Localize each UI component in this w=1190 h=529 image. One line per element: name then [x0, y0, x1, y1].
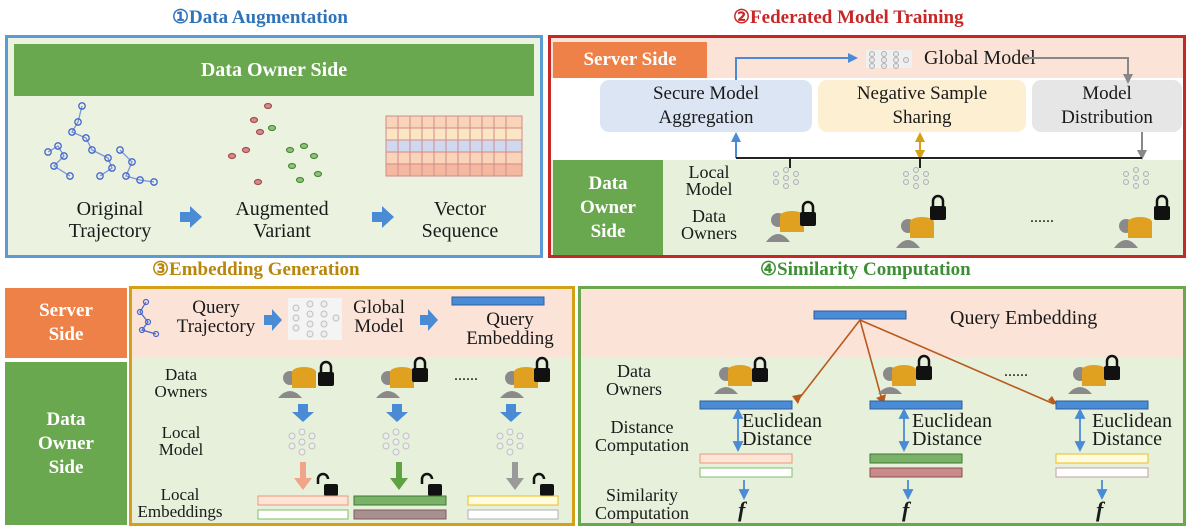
- f-symbol: f: [902, 497, 910, 522]
- global-model-label: Global Model: [924, 47, 1036, 69]
- query-trajectory-icon: [136, 298, 160, 338]
- section-title-augmentation: ①Data Augmentation: [172, 7, 348, 28]
- data-owner-lock-icon: [1114, 194, 1170, 248]
- local-embedding-bar: [869, 453, 963, 464]
- f-symbol: f: [1096, 497, 1104, 522]
- local-embedding-bar: [467, 495, 559, 506]
- local-model-network-icon: [496, 428, 524, 456]
- global-model-network-icon: [866, 50, 912, 69]
- data-owner-lock-icon: [1068, 354, 1120, 394]
- local-embedding-bar: [467, 509, 559, 520]
- arrow-down-icon: [506, 462, 524, 490]
- arrow-down-icon: [500, 404, 522, 422]
- local-embedding-bar: [1055, 453, 1149, 464]
- data-owner-lock-icon: [714, 356, 768, 394]
- local-model-network-icon: [903, 167, 929, 189]
- local-embedding-bar: [699, 467, 793, 478]
- augmentation-arrows: [180, 206, 394, 228]
- data-owner-lock-icon: [878, 354, 932, 394]
- sim-ellipsis: ......: [1004, 363, 1028, 380]
- augmented-variant-icon: [227, 102, 323, 186]
- local-embedding-bar: [869, 467, 963, 478]
- emb-owner-side-box: [5, 362, 127, 525]
- emb-ellipsis: ......: [454, 367, 478, 384]
- local-model-network-icon: [773, 167, 799, 189]
- emb-server-side-box: [5, 288, 127, 358]
- section-title-federated: ②Federated Model Training: [733, 7, 964, 28]
- query-embedding-bar: [813, 310, 907, 320]
- arrow-right-icon: [180, 206, 202, 228]
- local-model-network-icon: [382, 428, 410, 456]
- section-title-embedding: ③Embedding Generation: [152, 259, 360, 280]
- data-owner-side-header: Data Owner Side: [14, 44, 534, 96]
- arrow-right-icon: [420, 309, 438, 331]
- query-embedding-bar: [869, 400, 963, 410]
- unlock-icon: [420, 472, 442, 496]
- unlock-icon: [532, 472, 554, 496]
- arrow-down-icon: [292, 404, 314, 422]
- data-owner-lock-icon: [896, 194, 946, 248]
- section-title-similarity: ④Similarity Computation: [760, 259, 971, 280]
- local-embedding-bar: [353, 509, 447, 520]
- query-embedding-bar: [1055, 400, 1149, 410]
- unlock-icon: [316, 472, 338, 496]
- arrow-down-icon: [390, 462, 408, 490]
- broadcast-arrows: [797, 319, 1055, 405]
- local-embedding-bar: [257, 495, 349, 506]
- federated-server-side-label: Server Side: [553, 42, 707, 78]
- local-embedding-bar: [257, 509, 349, 520]
- original-trajectory-icon: [44, 102, 158, 186]
- vector-sequence-icon: [385, 115, 523, 177]
- query-embedding-bar: [699, 400, 793, 410]
- local-embedding-bar: [353, 495, 447, 506]
- data-owner-lock-icon: [278, 360, 334, 398]
- local-model-network-icon: [288, 428, 316, 456]
- f-symbol: f: [738, 497, 746, 522]
- query-embedding-bar: [451, 296, 545, 306]
- data-owner-lock-icon: [500, 356, 550, 398]
- arrow-right-icon: [264, 309, 282, 331]
- arrow-down-icon: [294, 462, 312, 490]
- local-embedding-bar: [1055, 467, 1149, 478]
- fed-ellipsis: ......: [1030, 209, 1054, 226]
- global-model-network-icon: [288, 298, 342, 340]
- local-model-network-icon: [1123, 167, 1149, 189]
- arrow-down-icon: [386, 404, 408, 422]
- data-owner-lock-icon: [766, 200, 816, 242]
- local-embedding-bar: [699, 453, 793, 464]
- data-owner-lock-icon: [376, 356, 428, 398]
- arrow-right-icon: [372, 206, 394, 228]
- sim-server-band: [581, 289, 1183, 357]
- sim-query-embedding-label: Query Embedding: [950, 307, 1098, 329]
